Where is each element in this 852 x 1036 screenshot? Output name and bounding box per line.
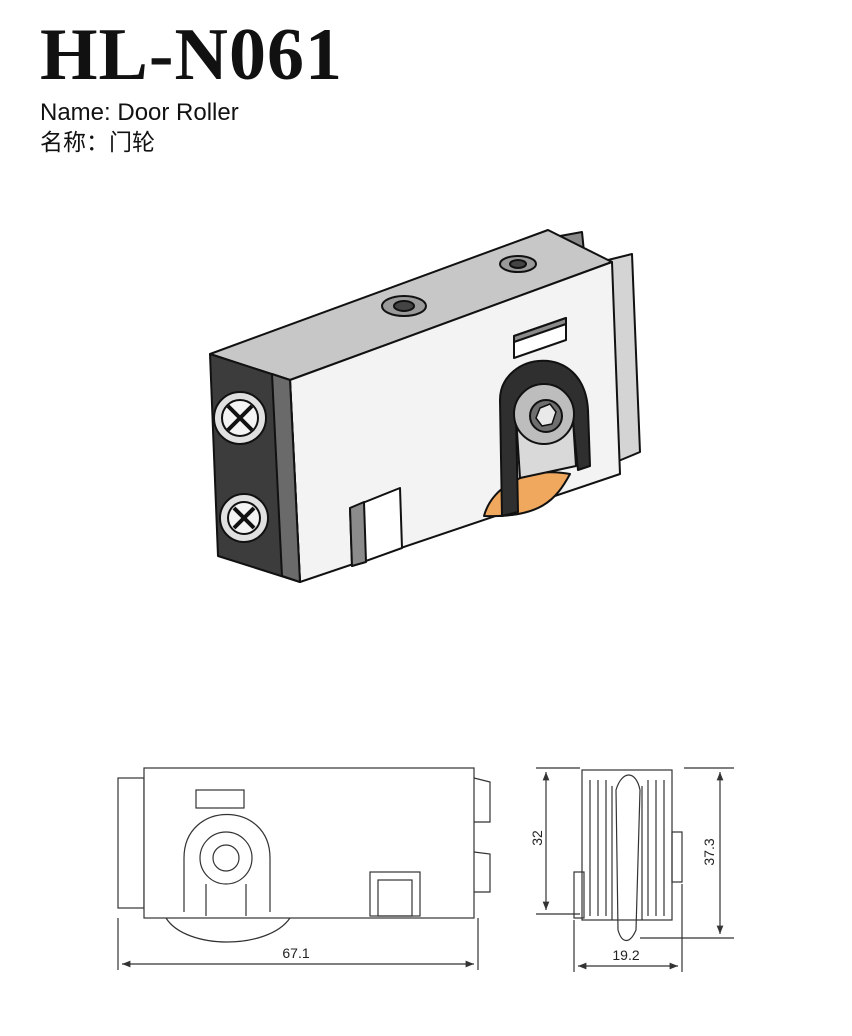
dimension-width-label: 19.2 (612, 947, 639, 963)
side-view (117, 767, 491, 970)
product-name-chinese: 名称：门轮 (40, 130, 155, 156)
product-name-english: Name: Door Roller (40, 99, 239, 126)
dimension-total-height-label: 37.3 (701, 838, 717, 865)
end-view (536, 767, 734, 972)
dimension-length-label: 67.1 (282, 945, 309, 961)
product-model-title: HL-N061 (40, 14, 343, 96)
dimension-body-height-label: 32 (529, 830, 545, 846)
end-cap-edge (271, 373, 301, 583)
